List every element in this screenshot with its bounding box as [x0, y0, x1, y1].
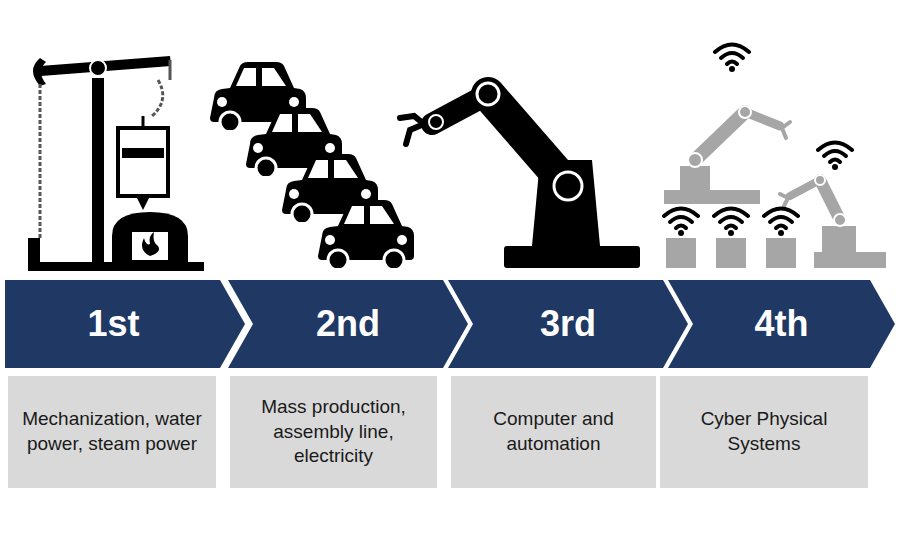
steam-engine — [28, 56, 204, 271]
stage-description: Cyber Physical Systems — [670, 407, 858, 456]
connected-robots-part — [716, 238, 746, 268]
connected-robots-part — [664, 209, 698, 237]
steam-engine-part — [136, 196, 150, 210]
connected-robots-part — [834, 214, 846, 226]
stage-description: Mechanization, water power, steam power — [18, 407, 206, 456]
connected-robots-part — [780, 194, 788, 206]
stage-number: 4th — [755, 303, 809, 345]
connected-robots-part — [715, 45, 749, 73]
steam-engine-part — [122, 148, 164, 158]
robot-arm-part — [400, 116, 424, 144]
stage-description: Computer and automation — [461, 407, 646, 456]
connected-robots-part — [739, 106, 751, 118]
connected-robots-part — [714, 209, 748, 237]
description-box: Mechanization, water power, steam power — [8, 376, 216, 488]
robot-arm-part — [488, 94, 568, 186]
connected-robots-part — [818, 143, 852, 171]
steam-engine-part — [33, 58, 46, 86]
chevron-fill — [448, 280, 688, 368]
steam-engine-part — [118, 128, 168, 196]
connected-robots-part — [814, 252, 886, 268]
steam-engine-part — [28, 262, 204, 271]
chevron-fill — [668, 280, 895, 368]
steam-engine-part — [169, 60, 172, 80]
steam-engine-part — [152, 80, 163, 116]
connected-robots-part — [764, 209, 798, 237]
steam-engine-part — [40, 56, 171, 76]
robot-arm-part — [429, 115, 443, 129]
stage-number: 3rd — [540, 303, 596, 345]
steam-engine-part — [112, 212, 188, 262]
stage-chevron: 2nd — [228, 280, 468, 368]
connected-robots-part — [822, 226, 856, 252]
stage-number: 2nd — [316, 303, 380, 345]
stage-number: 1st — [87, 303, 139, 345]
stage-description: Mass production, assembly line, electric… — [240, 395, 427, 469]
steam-engine-part — [39, 84, 42, 238]
connected-robots-part — [782, 122, 790, 138]
connected-robots-part — [815, 175, 825, 185]
stage-chevron: 3rd — [448, 280, 688, 368]
connected-robots-part — [664, 190, 760, 204]
car-line-part — [318, 200, 414, 270]
car-line — [210, 62, 414, 270]
robot-arm — [400, 83, 640, 268]
stage-chevron: 4th — [668, 280, 895, 368]
steam-engine-part — [92, 78, 104, 264]
connected-robots-part — [680, 166, 710, 190]
chevron-fill — [228, 280, 468, 368]
chevron-fill — [5, 280, 245, 368]
connected-robots-part — [695, 112, 745, 160]
robot-arm-part — [554, 172, 582, 200]
description-box: Computer and automation — [451, 376, 656, 488]
steam-engine-part — [142, 232, 159, 256]
connected-robots-part — [766, 238, 796, 268]
robot-arm-part — [504, 246, 640, 268]
steam-engine-part — [90, 60, 106, 76]
stage-chevron: 1st — [5, 280, 245, 368]
steam-engine-part — [28, 238, 40, 264]
connected-robots — [664, 45, 886, 269]
connected-robots-part — [666, 238, 696, 268]
connected-robots-part — [688, 153, 702, 167]
description-box: Mass production, assembly line, electric… — [230, 376, 437, 488]
steam-engine-part — [132, 232, 168, 260]
description-box: Cyber Physical Systems — [660, 376, 868, 488]
robot-arm-part — [477, 83, 499, 105]
